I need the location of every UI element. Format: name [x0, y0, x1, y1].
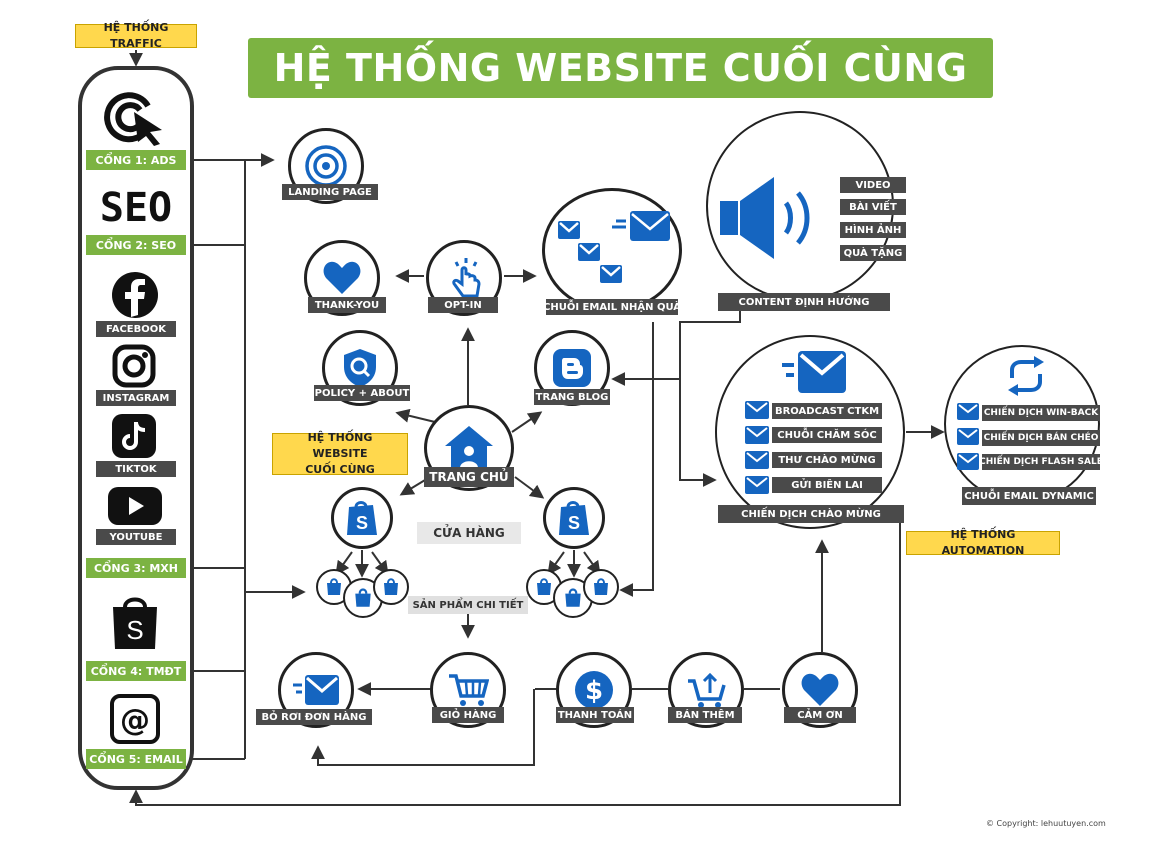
cursor-target-icon — [103, 86, 169, 146]
youtube-icon — [106, 485, 164, 527]
optin-label: OPT-IN — [428, 297, 498, 313]
upsell-label: BÁN THÊM — [668, 707, 742, 723]
dynamic-email-icons — [957, 403, 979, 470]
instagram-label: INSTAGRAM — [96, 390, 176, 406]
tiktok-label: TIKTOK — [96, 461, 176, 477]
heart-icon — [323, 261, 361, 294]
dynamic-item-crosssell: CHIẾN DỊCH BÁN CHÉO — [982, 430, 1100, 446]
checkout-label: THANH TOÁN — [556, 707, 634, 723]
email-icon — [630, 211, 670, 241]
product-bag-icon — [384, 578, 398, 595]
target-icon — [305, 145, 347, 187]
instagram-icon — [111, 343, 157, 389]
gate4-ecommerce-label: CỔNG 4: TMĐT — [86, 661, 186, 681]
shopify-icon: S — [559, 501, 589, 535]
speaker-icon — [720, 177, 810, 259]
svg-text:S: S — [126, 615, 143, 645]
product-bag-icon — [537, 578, 551, 595]
seo-logo: SEO — [99, 185, 173, 231]
gate3-social-label: CỔNG 3: MXH — [86, 558, 186, 578]
gate5-email-label: CỔNG 5: EMAIL — [86, 749, 186, 769]
gate1-ads-label: CỔNG 1: ADS — [86, 150, 186, 170]
house-icon — [445, 426, 493, 470]
thankyou-label: THANK-YOU — [308, 297, 386, 313]
traffic-system-tag: HỆ THỐNG TRAFFIC — [75, 21, 197, 50]
gate2-seo-label: CỔNG 2: SEO — [86, 235, 186, 255]
shopify-icon: S — [347, 501, 377, 535]
shopping-bag-icon: S — [108, 590, 162, 652]
email-fast-icon — [782, 351, 846, 393]
svg-text:S: S — [356, 513, 368, 533]
content-item-video: VIDEO — [840, 177, 906, 193]
content-item-article: BÀI VIẾT — [840, 199, 906, 215]
blog-label: TRANG BLOG — [534, 389, 610, 405]
email-chain-icons — [558, 211, 670, 283]
abandon-label: BỎ RƠI ĐƠN HÀNG — [256, 709, 372, 725]
website-tag-line2: CUỐI CÙNG — [305, 462, 375, 476]
product-node — [373, 569, 409, 605]
store-label: CỬA HÀNG — [417, 522, 521, 544]
dynamic-item-winback: CHIẾN DỊCH WIN-BACK — [982, 405, 1100, 421]
automation-system-tag: HỆ THỐNG AUTOMATION — [906, 528, 1060, 557]
welcome-item-broadcast: BROADCAST CTKM — [772, 403, 882, 419]
dynamic-chain-label: CHUỖI EMAIL DYNAMIC — [962, 487, 1096, 505]
email-at-icon: @ — [108, 692, 162, 746]
cart-icon — [449, 674, 489, 706]
welcome-item-nurture: CHUỖI CHĂM SÓC — [772, 427, 882, 443]
svg-text:$: $ — [585, 676, 603, 706]
shopify-right-node: S — [543, 487, 605, 549]
dynamic-item-flashsale: CHIẾN DỊCH FLASH SALE — [979, 454, 1103, 470]
facebook-icon — [110, 270, 160, 320]
website-tag-line1: HỆ THỐNG WEBSITE — [307, 431, 373, 461]
landing-page-label: LANDING PAGE — [282, 184, 378, 200]
welcome-item-receipt: GỬI BIÊN LAI — [772, 477, 882, 493]
product-detail-label: SẢN PHẨM CHI TIẾT — [408, 596, 528, 614]
policy-label: POLICY + ABOUT — [314, 385, 410, 401]
dynamic-chain-node — [944, 345, 1100, 503]
product-node — [583, 569, 619, 605]
dollar-icon: $ — [575, 671, 613, 709]
content-label: CONTENT ĐỊNH HƯỚNG — [718, 293, 890, 311]
heart-icon — [801, 673, 839, 706]
shield-search-icon — [344, 349, 376, 387]
home-label: TRANG CHỦ — [424, 467, 514, 487]
thanks-label: CẢM ƠN — [784, 707, 856, 723]
youtube-label: YOUTUBE — [96, 529, 176, 545]
website-system-tag: HỆ THỐNG WEBSITE CUỐI CÙNG — [272, 431, 408, 476]
email-fast-icon — [293, 675, 339, 705]
copyright: © Copyright: lehuutuyen.com — [986, 819, 1106, 828]
tap-finger-icon — [452, 258, 481, 298]
content-item-gift: QUÀ TẶNG — [840, 245, 906, 261]
blogger-icon — [553, 349, 591, 387]
welcome-item-welcome-mail: THƯ CHÀO MỪNG — [772, 452, 882, 468]
cart-label: GIỎ HÀNG — [432, 707, 504, 723]
tiktok-icon — [110, 412, 158, 460]
email-chain-node — [542, 188, 682, 312]
svg-text:@: @ — [120, 703, 150, 738]
product-bag-icon — [594, 578, 608, 595]
cart-up-icon — [688, 672, 726, 708]
welcome-campaign-label: CHIẾN DỊCH CHÀO MỪNG — [718, 505, 904, 523]
email-chain-label: CHUỖI EMAIL NHẬN QUÀ — [543, 299, 681, 315]
refresh-icon — [1008, 356, 1044, 396]
shopify-left-node: S — [331, 487, 393, 549]
product-bag-icon — [565, 588, 581, 607]
content-item-image: HÌNH ẢNH — [840, 222, 906, 238]
product-bag-icon — [327, 578, 341, 595]
facebook-label: FACEBOOK — [96, 321, 176, 337]
page-title: HỆ THỐNG WEBSITE CUỐI CÙNG — [248, 38, 993, 98]
welcome-email-icons — [745, 401, 769, 494]
svg-text:S: S — [568, 513, 580, 533]
product-bag-icon — [355, 588, 371, 607]
